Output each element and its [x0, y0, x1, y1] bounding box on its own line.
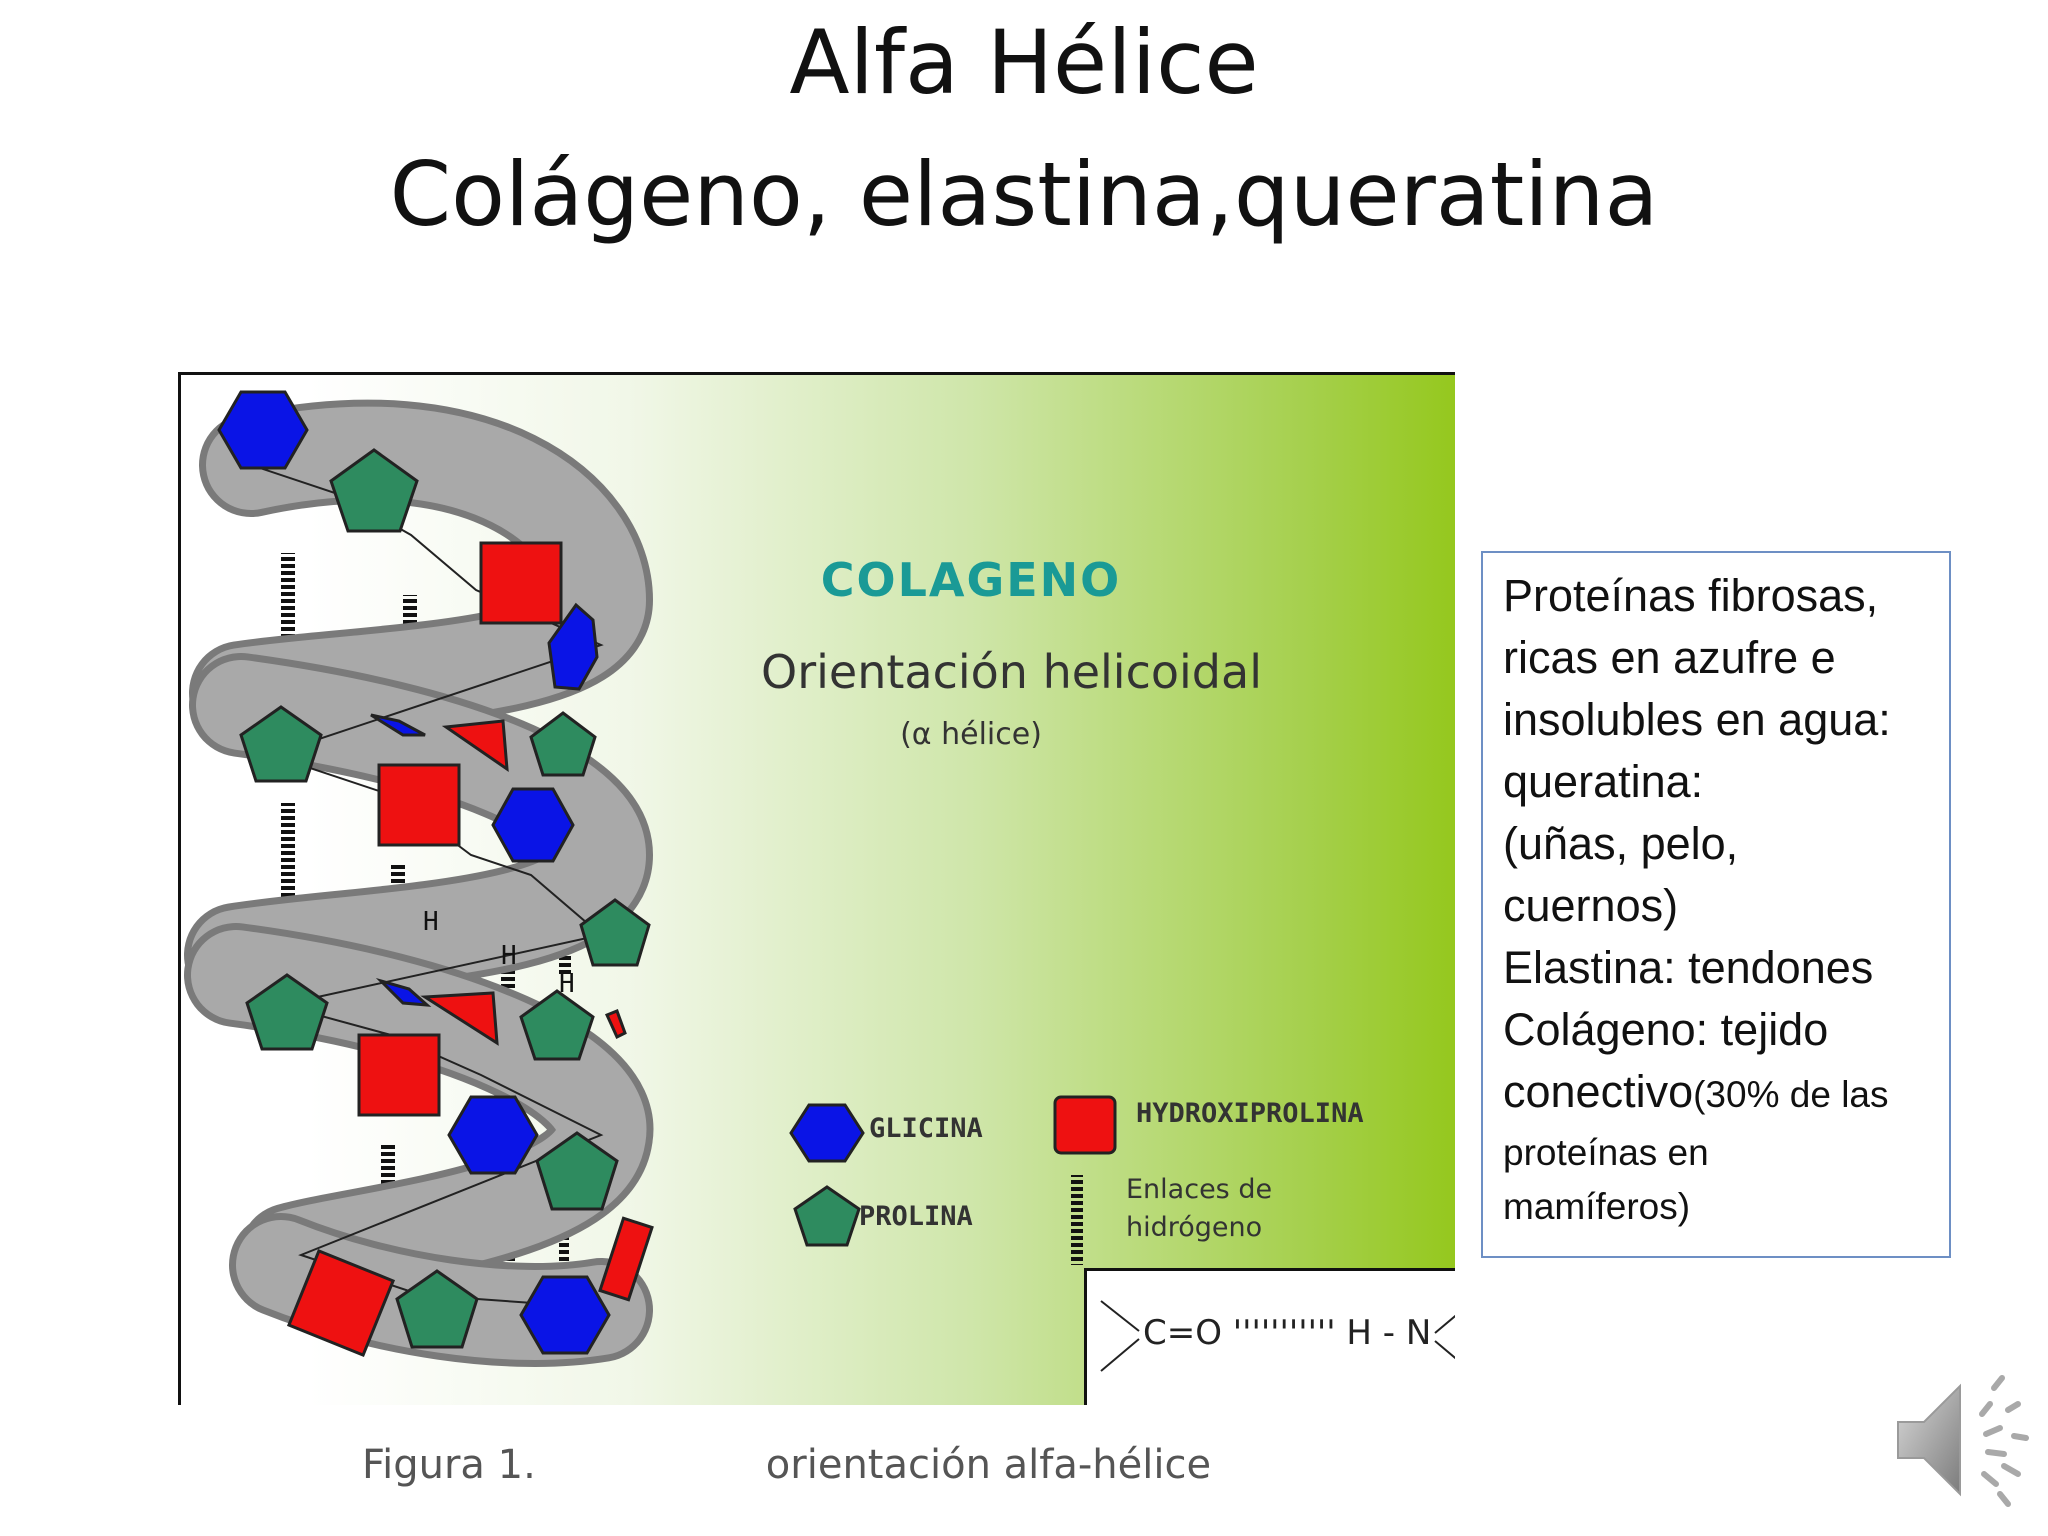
legend-shapes [789, 1095, 1117, 1265]
legend-hydroxiprolina-label: HYDROXIPROLINA [1136, 1098, 1364, 1129]
prolina-pentagon [535, 1131, 619, 1211]
glicina-hexagon [447, 1095, 539, 1175]
legend-hbond-label: Enlaces de hidrógeno [1126, 1171, 1326, 1247]
info-line: cuernos) [1503, 880, 1679, 931]
info-line-main: conectivo [1503, 1066, 1694, 1117]
caption-figure-number: Figura 1. [362, 1442, 536, 1488]
legend-hbond-bar [1071, 1175, 1083, 1265]
legend-glicina-label: GLICINA [869, 1113, 983, 1144]
hbond-formula-box: C=O ''''''''''' H - N [1084, 1268, 1455, 1405]
prolina-pentagon [329, 448, 419, 533]
glicina-hexagon [519, 1275, 611, 1355]
figure-caption: Figura 1. orientación alfa-hélice [362, 1442, 1211, 1488]
glicina-hexagon [217, 390, 309, 470]
legend-hydroxiprolina-square [1053, 1095, 1117, 1155]
hbond-formula: C=O ''''''''''' H - N [1143, 1313, 1432, 1353]
legend-hbond-line2: hidrógeno [1126, 1212, 1263, 1243]
prolina-pentagon [579, 898, 651, 967]
h-label: H [501, 941, 517, 971]
legend-prolina-pentagon [793, 1185, 861, 1247]
alpha-helix-label: (α hélice) [900, 717, 1042, 752]
hydroxiprolina-back [441, 719, 509, 773]
hydroxiprolina-square [286, 1248, 396, 1358]
collagen-figure: H H H COLAGENO Orientación helicoidal (α… [178, 372, 1455, 1405]
collagen-heading: COLAGENO [820, 553, 1122, 607]
h-label: H [423, 907, 439, 937]
speaker-volume-icon[interactable] [1890, 1370, 2030, 1515]
info-line-small: (30% de las [1693, 1074, 1889, 1115]
info-line: queratina: [1503, 756, 1704, 807]
legend-prolina-label: PROLINA [859, 1201, 973, 1232]
hydroxiprolina-square [377, 763, 461, 847]
prolina-pentagon [245, 973, 329, 1051]
glicina-hexagon-back [370, 713, 426, 737]
info-line: proteínas en [1503, 1132, 1709, 1173]
glicina-hexagon-back [375, 977, 432, 1007]
info-line: Colágeno: tejido [1503, 1004, 1829, 1055]
prolina-pentagon [239, 705, 323, 783]
info-line: insolubles en agua: [1503, 694, 1891, 745]
orientation-label: Orientación helicoidal [761, 645, 1262, 699]
hbond-bar [281, 553, 295, 653]
h-label: H [559, 969, 575, 999]
info-line: mamíferos) [1503, 1186, 1691, 1227]
info-line: (uñas, pelo, [1503, 818, 1739, 869]
hydroxiprolina-square [598, 1216, 654, 1302]
info-line: Proteínas fibrosas, [1503, 570, 1879, 621]
prolina-pentagon [395, 1269, 479, 1349]
formula-bonds [1100, 1300, 1455, 1372]
prolina-pentagon [519, 989, 595, 1061]
prolina-pentagon [529, 711, 597, 777]
slide-subtitle: Colágeno, elastina,queratina [389, 143, 1659, 246]
hydroxiprolina-back [604, 1009, 627, 1040]
hydroxiprolina-square [479, 541, 563, 625]
legend-hbond-line1: Enlaces de [1126, 1174, 1273, 1205]
helix-diagram [184, 390, 1117, 1367]
glicina-hexagon [491, 787, 575, 863]
info-line: ricas en azufre e [1503, 632, 1836, 683]
glicina-hexagon [547, 602, 599, 691]
info-line: conectivo(30% de las [1503, 1061, 1929, 1126]
info-line: Elastina: tendones [1503, 942, 1874, 993]
legend-glicina-hexagon [789, 1103, 865, 1163]
hydroxiprolina-square [357, 1033, 441, 1117]
caption-text: orientación alfa-hélice [765, 1442, 1212, 1488]
residues [217, 390, 654, 1358]
hydroxiprolina-back [420, 991, 499, 1046]
slide-title: Alfa Hélice [789, 11, 1259, 114]
info-box: Proteínas fibrosas, ricas en azufre e in… [1481, 551, 1951, 1258]
